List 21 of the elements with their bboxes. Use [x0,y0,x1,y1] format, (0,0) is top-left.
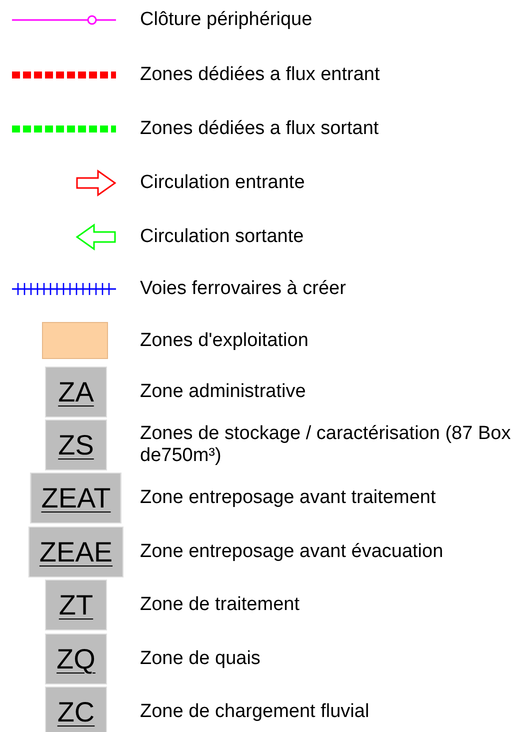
zone-description: Zone de chargement fluvial [140,701,370,723]
legend-text: Zones d'exploitation [140,330,310,352]
zone-code-box: ZEAE [28,526,124,578]
zone-code-box: ZA [45,366,107,418]
zone-code-box: ZEAT [30,472,122,524]
zone-code-box: ZQ [45,634,107,684]
zone-description: Zone entreposage avant évacuation [140,541,444,563]
zone-code-box: ZC [45,686,107,732]
legend-text: Voies ferrovaires à créer [140,278,347,300]
legend-text: Clôture périphérique [140,9,314,31]
legend-text: Circulation sortante [140,226,305,248]
legend-text: Zones dédiées a flux sortant [140,118,380,140]
zone-description: Zone administrative [140,381,307,403]
zone-description: Zone entreposage avant traitement [140,487,437,509]
legend-text: Zones dédiées a flux entrant [140,64,381,86]
zone-code-box: ZS [45,420,107,470]
legend-text: Circulation entrante [140,172,306,194]
zone-description: Zones de stockage / caractérisation (87 Box de750m³) [140,423,512,467]
zone-description: Zone de quais [140,648,262,670]
zone-description: Zone de traitement [140,594,300,616]
zone-code-box: ZT [45,580,107,630]
